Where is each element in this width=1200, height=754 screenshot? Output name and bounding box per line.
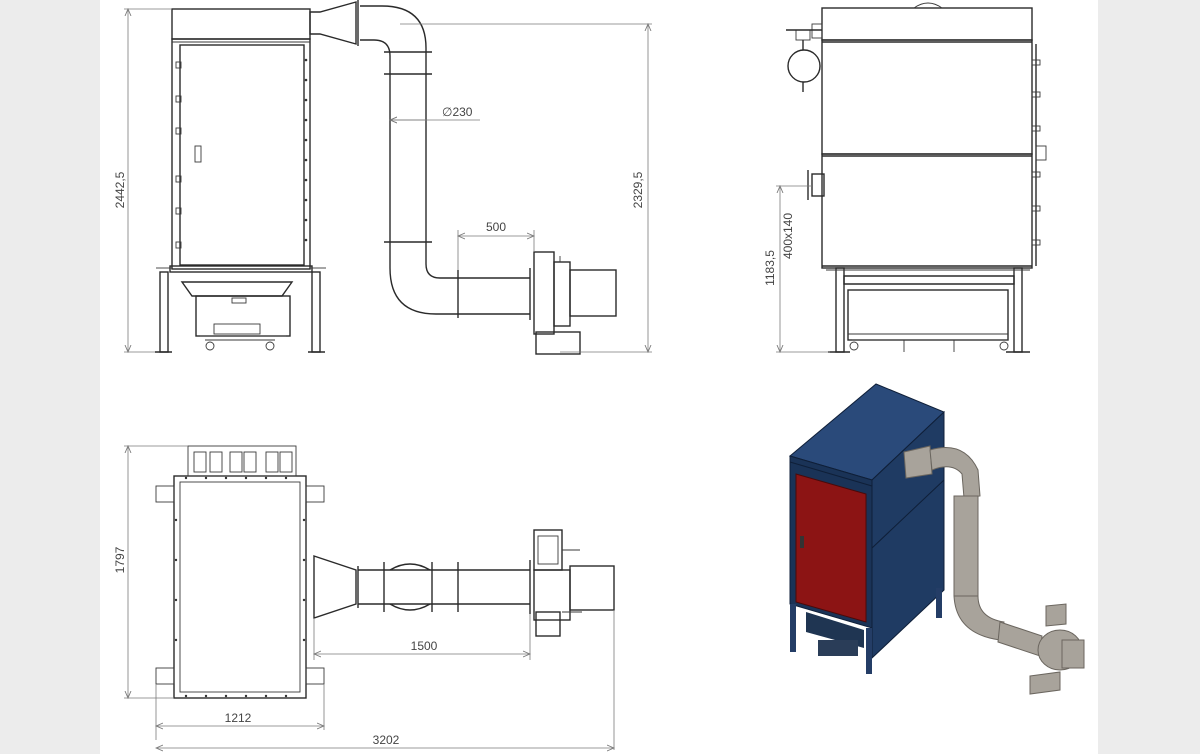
dim-total-width: 3202 <box>373 733 400 747</box>
render-legs <box>790 588 942 674</box>
housing-body <box>171 38 311 270</box>
dim-inlet-height: 1183,5 <box>763 250 777 286</box>
door-bolts <box>304 58 308 242</box>
render-duct <box>903 445 1085 695</box>
side-top-cap <box>821 7 1033 41</box>
housing-top-cap <box>171 8 311 40</box>
isometric-render <box>788 383 1085 695</box>
door-clamps <box>175 61 182 249</box>
pulse-valves <box>187 445 297 477</box>
support-legs <box>155 267 326 353</box>
bin-handle <box>231 297 247 304</box>
top-housing <box>173 475 307 699</box>
render-bin <box>806 612 864 648</box>
dim-duct-length: 1500 <box>411 639 438 653</box>
outlet-reducer <box>309 1 357 45</box>
side-view: 1183,5 400x140 <box>763 2 1047 353</box>
side-wheels <box>849 339 1009 352</box>
elbow-lower-outer <box>389 252 456 315</box>
top-brackets <box>155 485 325 685</box>
duct-outer <box>360 5 427 252</box>
dim-fan-offset: 500 <box>486 220 506 234</box>
dim-overall-height: 2442,5 <box>113 171 127 208</box>
duct-inner <box>360 39 391 252</box>
side-inlet <box>811 173 825 197</box>
fan-unit <box>533 251 617 355</box>
top-elbow-arc <box>389 563 431 571</box>
dim-duct-diameter: ∅230 <box>442 105 473 119</box>
elbow-lower-inner <box>425 252 456 279</box>
pulse-tank <box>786 23 823 92</box>
render-door <box>795 473 867 623</box>
dust-bin <box>195 295 291 337</box>
housing-base <box>169 265 313 273</box>
top-view: 1797 1500 1212 3202 <box>113 446 614 750</box>
side-clamps <box>1031 44 1047 266</box>
side-bin <box>847 289 1009 341</box>
side-lower-body <box>821 153 1033 269</box>
side-upper-body <box>821 39 1033 155</box>
drawing-sheet <box>100 0 1098 754</box>
dim-inlet-size: 400x140 <box>781 213 795 259</box>
side-lid-arc <box>913 2 943 9</box>
dim-depth: 1797 <box>113 546 127 573</box>
top-fan-unit <box>533 529 615 637</box>
front-view: 2442,5 2329,5 ∅230 500 <box>113 0 652 355</box>
bin-wheels <box>205 339 275 351</box>
dim-outlet-height: 2329,5 <box>631 171 645 208</box>
top-inlet-funnel <box>313 555 357 619</box>
dust-hopper <box>180 281 294 297</box>
side-hopper <box>843 275 1015 285</box>
top-bolts <box>174 476 306 698</box>
side-legs <box>826 267 1030 353</box>
housing-door <box>179 44 305 266</box>
dim-housing-width: 1212 <box>225 711 252 725</box>
door-handle <box>194 145 202 163</box>
